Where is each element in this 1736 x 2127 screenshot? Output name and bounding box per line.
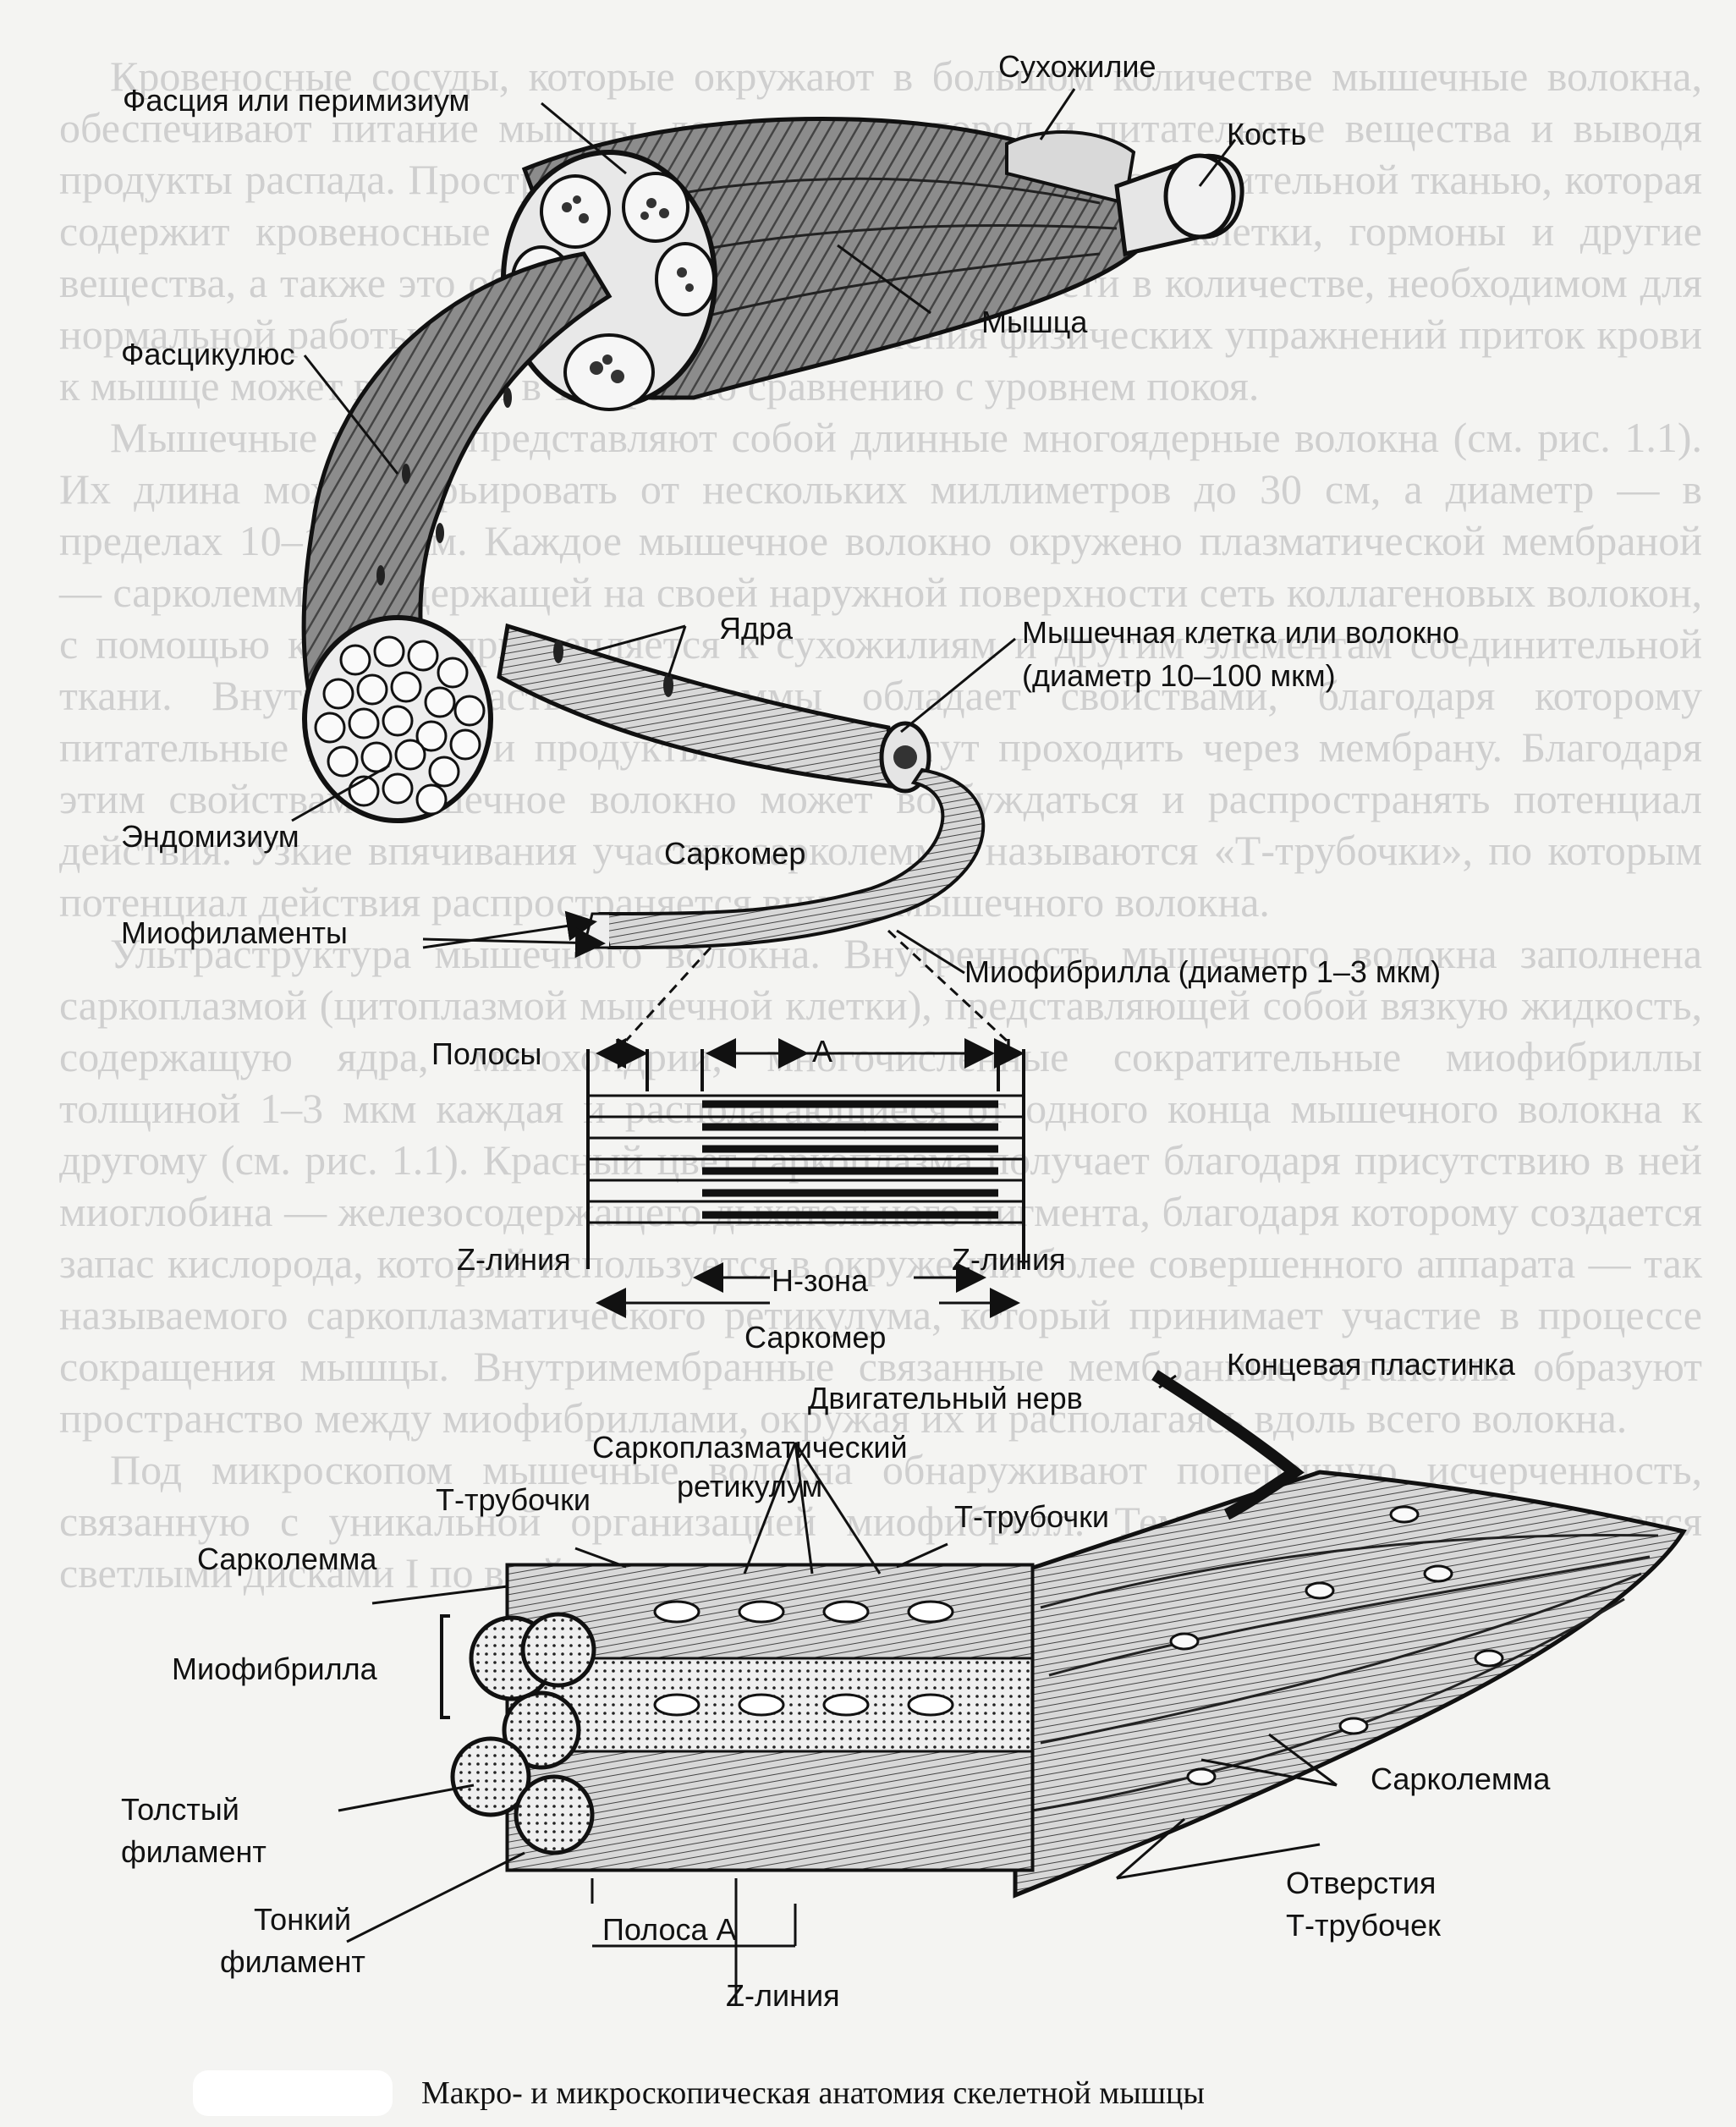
label-myofibril-bottom: Миофибрилла: [172, 1652, 377, 1686]
background-page-text: Кровеносные сосуды, которые окружают в б…: [0, 51, 1736, 1599]
label-motor-nerve: Двигательный нерв: [808, 1381, 1083, 1415]
label-t-tubules-left: Т-трубочки: [436, 1482, 591, 1517]
label-fasciculus: Фасцикулюс: [121, 337, 295, 371]
label-tendon: Сухожилие: [998, 49, 1156, 84]
label-sarcolemma-right: Сарколемма: [1371, 1762, 1551, 1796]
label-bands: Полосы: [431, 1036, 542, 1071]
label-myofibril: Миофибрилла (диаметр 1–3 мкм): [964, 954, 1442, 989]
label-fiber: Мышечная клетка или волокно: [1022, 615, 1460, 650]
muscle-fiber: [497, 623, 931, 794]
label-thin-filament-2: филамент: [220, 1944, 365, 1979]
label-sr-line1: Саркоплазматический: [592, 1430, 908, 1465]
label-fiber-diameter: (диаметр 10–100 мкм): [1022, 658, 1336, 693]
label-openings-2: Т-трубочек: [1286, 1908, 1441, 1943]
label-sarcomere-bottom: Саркомер: [744, 1320, 887, 1355]
bone: [1114, 153, 1244, 257]
figure-caption: Макро- и микроскопическая анатомия скеле…: [421, 2075, 1205, 2111]
label-thin-filament-1: Тонкий: [254, 1902, 352, 1937]
label-nuclei: Ядра: [719, 611, 794, 646]
redacted-figure-number: [193, 2070, 393, 2116]
label-thick-filament-1: Толстый: [121, 1792, 239, 1827]
label-band-i2: I: [1004, 1032, 1014, 1067]
fasciculus-cross-section: [302, 615, 493, 823]
leader-lines: [291, 88, 1338, 2005]
label-h-zone: Н-зона: [772, 1263, 869, 1298]
label-band-a-bottom: Полоса А: [602, 1912, 737, 1947]
label-thick-filament-2: филамент: [121, 1834, 266, 1869]
background-paragraph: Ультраструктура мышечного волокна. Внутр…: [59, 930, 1702, 1442]
label-sarcomere-top: Саркомер: [664, 836, 806, 871]
label-myofilaments: Миофиламенты: [121, 915, 348, 950]
muscle-cross-section: [501, 150, 717, 411]
myofibril-bracket: [440, 1614, 450, 1719]
label-band-i: I: [613, 1032, 623, 1067]
label-t-tubules-right: Т-трубочки: [954, 1499, 1109, 1534]
label-end-plate: Концевая пластинка: [1227, 1347, 1515, 1382]
sarcomere-diagram: [586, 929, 1025, 1318]
label-z-line-left: Z-линия: [457, 1242, 571, 1277]
label-sr-line2: ретикулум: [677, 1469, 823, 1503]
label-band-a: A: [812, 1034, 833, 1069]
detailed-fiber: [450, 1370, 1687, 1899]
label-endomysium: Эндомизиум: [121, 819, 299, 854]
label-sarcolemma-left: Сарколемма: [197, 1542, 377, 1576]
label-muscle: Мышца: [981, 305, 1088, 339]
label-z-line-right: Z-линия: [952, 1242, 1066, 1277]
label-fascia: Фасция или перимизиум: [123, 83, 470, 118]
label-openings-1: Отверстия: [1286, 1866, 1437, 1900]
label-z-line-bottom: Z-линия: [726, 1978, 840, 2013]
label-bone: Кость: [1227, 117, 1307, 151]
